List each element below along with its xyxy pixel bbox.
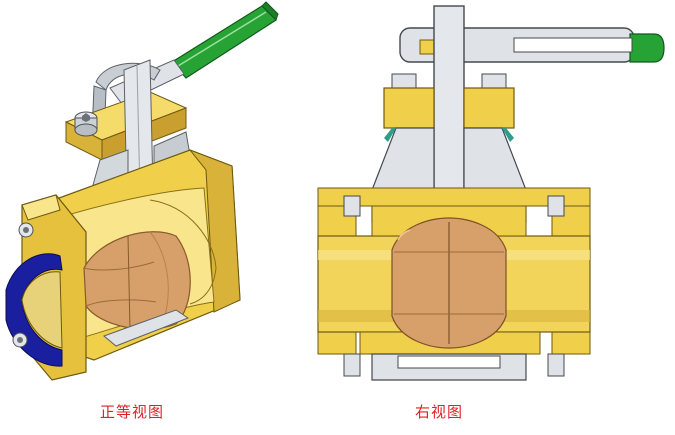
body-bolt-icon (343, 195, 565, 377)
isometric-view-caption: 正等视图 (100, 403, 165, 421)
body-bolt-icon (12, 222, 190, 348)
isometric-valve-drawing (5, 1, 279, 381)
right-view-caption: 右视图 (415, 403, 464, 421)
bottom-retainer-icon (371, 353, 527, 381)
ball-section-icon (391, 217, 507, 349)
side-view-valve-drawing (317, 5, 665, 381)
socket-screw-icon (74, 111, 98, 137)
handle-grip-icon (171, 1, 279, 79)
gland-plate-icon (383, 87, 515, 129)
ball-section-icon (83, 231, 191, 331)
